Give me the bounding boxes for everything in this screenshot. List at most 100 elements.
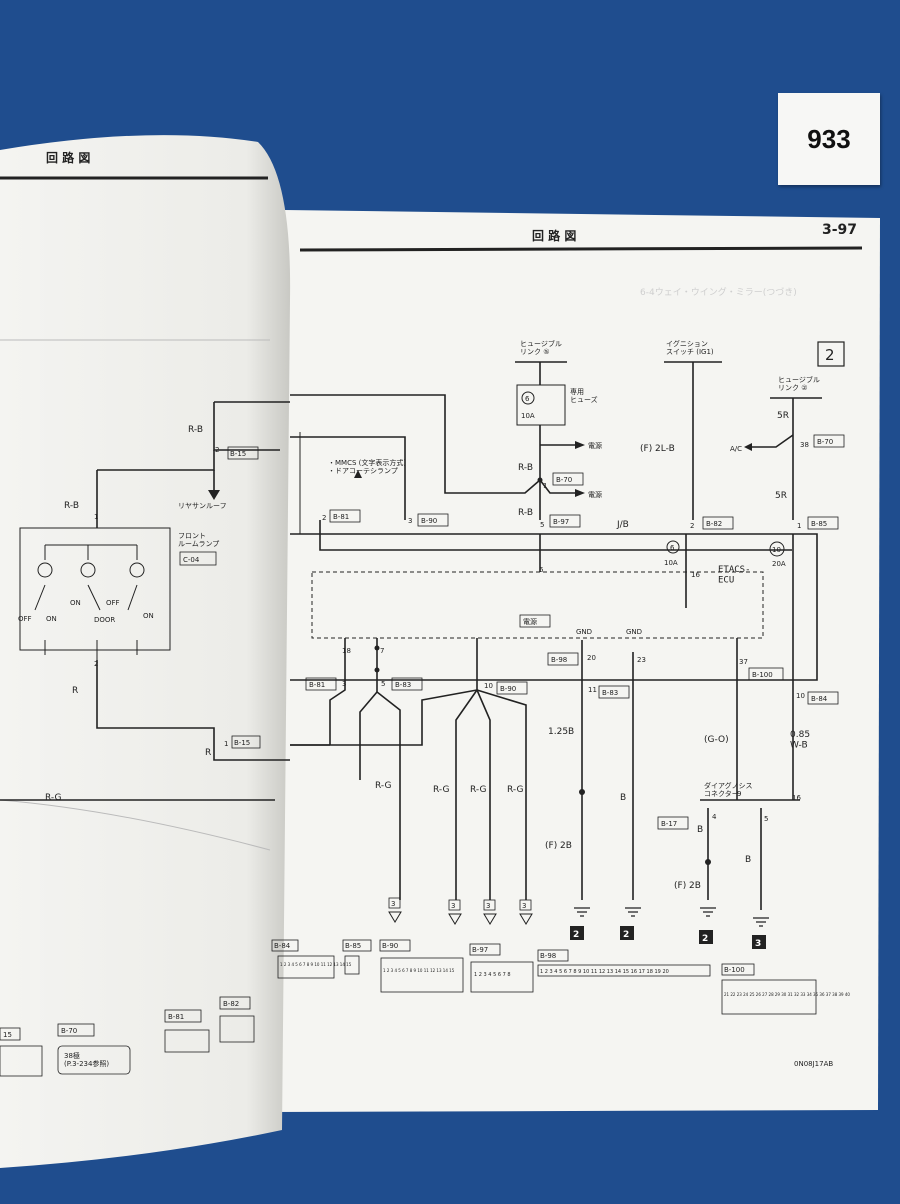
left-wire-r2: R — [205, 748, 211, 758]
wire-5r-mid: 5R — [775, 491, 787, 501]
switch-off1: OFF — [18, 615, 32, 623]
svg-text:23: 23 — [637, 656, 646, 664]
jb-label: J/B — [616, 520, 629, 530]
fuse-6-num: 6 — [670, 544, 675, 552]
left-pin-2-bot: 2 — [94, 660, 98, 668]
switch-on1: ON — [46, 615, 57, 623]
svg-text:10: 10 — [796, 692, 805, 700]
wire-rg-2: R-G — [433, 785, 449, 795]
diag-connector-label: ダイアグノシスコネクター — [704, 781, 753, 798]
left-pin-2-top: 2 — [215, 446, 219, 454]
wire-rg-1: R-G — [375, 781, 391, 791]
section-box-number: 2 — [825, 346, 835, 364]
svg-text:3: 3 — [486, 902, 490, 910]
svg-text:B-83: B-83 — [602, 689, 618, 697]
svg-text:10: 10 — [484, 682, 493, 690]
wire-f2lb: (F) 2L-B — [640, 444, 675, 454]
svg-text:3: 3 — [522, 902, 526, 910]
rear-lamp-label: リヤサンルーフ — [178, 502, 227, 510]
svg-text:B-82: B-82 — [706, 520, 722, 528]
wire-rg-3: R-G — [470, 785, 486, 795]
svg-text:9: 9 — [737, 790, 741, 798]
left-conn-b15-bot: B-15 — [234, 739, 250, 747]
front-room-lamp-label: フロントルームランプ — [178, 532, 219, 548]
svg-text:11: 11 — [588, 686, 597, 694]
svg-text:B-90: B-90 — [500, 685, 516, 693]
wire-f2b-left: (F) 2B — [545, 841, 572, 851]
wire-rg-4: R-G — [507, 785, 523, 795]
etacs-ecu-label: ETACS-ECU — [718, 565, 751, 585]
svg-text:B-100: B-100 — [752, 671, 773, 679]
connector-tags: B-70 B-70 B-97 B-82 B-85 B-81 B-90 B-98 … — [305, 434, 845, 830]
page-number-sticker: 933 — [778, 93, 880, 185]
ignition-switch: イグニションスイッチ (IG1) — [666, 339, 714, 356]
reference-code: 0N08J17AB — [794, 1060, 833, 1068]
svg-text:B-85: B-85 — [811, 520, 827, 528]
left-header: 回 路 図 — [46, 150, 90, 165]
switch-off-door: OFF — [106, 599, 120, 607]
svg-text:3: 3 — [755, 939, 761, 949]
svg-text:6: 6 — [539, 566, 544, 574]
svg-text:16: 16 — [792, 794, 801, 802]
switch-on-right: ON — [143, 612, 154, 620]
svg-text:B-90: B-90 — [382, 942, 398, 950]
mmcs-note: ・MMCS (文字表示方式)・ドアコーテシランプ — [328, 458, 406, 475]
left-bottom-connectors: 15 B-70 B-81 B-82 38極(P.3-234参照) — [0, 996, 255, 1077]
dedicated-fuse-label: 専用ヒューズ — [570, 387, 598, 404]
fuse-6-amp: 10A — [664, 559, 678, 567]
svg-text:15: 15 — [3, 1031, 12, 1039]
switch-on-door: ON — [70, 599, 81, 607]
right-page-content: 回 路 図 3-97 6-4ウェイ・ウイング・ミラー(つづき) 2 ヒュージブル… — [271, 222, 863, 1068]
svg-text:3: 3 — [342, 680, 346, 688]
switch-door: DOOR — [94, 616, 115, 624]
svg-text:1 2 3 4 5 6 7 8 9 10 11 12 13: 1 2 3 4 5 6 7 8 9 10 11 12 13 14 15 16 1… — [540, 969, 669, 975]
svg-text:B-97: B-97 — [472, 946, 488, 954]
svg-text:3: 3 — [408, 517, 412, 525]
svg-text:B-100: B-100 — [724, 966, 745, 974]
svg-text:37: 37 — [739, 658, 748, 666]
wire-b-right: B — [697, 825, 703, 835]
svg-text:B-83: B-83 — [395, 681, 411, 689]
svg-text:3: 3 — [451, 902, 455, 910]
svg-text:B-85: B-85 — [345, 942, 361, 950]
svg-text:B-98: B-98 — [551, 656, 567, 664]
svg-text:B-90: B-90 — [421, 517, 437, 525]
svg-text:2: 2 — [573, 930, 579, 940]
front-room-lamp-conn: C-04 — [183, 556, 200, 564]
left-pin-1-bot: 1 — [224, 740, 228, 748]
svg-text:4: 4 — [712, 813, 717, 821]
continuation-tags: 3 3 3 3 — [388, 897, 533, 925]
power-label-3: 電源 — [523, 617, 537, 626]
fusible-link-5: ヒュージブルリンク ⑤ — [520, 339, 562, 356]
left-conn-b15: B-15 — [230, 450, 246, 458]
svg-text:B-70: B-70 — [556, 476, 572, 484]
dedicated-fuse-amp: 10A — [521, 412, 535, 420]
svg-text:1 2 3 4 5 6 7 8 9 10 11 12 13: 1 2 3 4 5 6 7 8 9 10 11 12 13 14 15 — [280, 962, 352, 967]
svg-text:B-84: B-84 — [274, 942, 291, 950]
fuse-10-num: 10 — [772, 546, 781, 554]
svg-text:16: 16 — [691, 571, 700, 579]
wire-go: (G-O) — [704, 735, 729, 745]
ac-label: A/C — [730, 445, 742, 453]
power-label-2: 電源 — [588, 490, 602, 499]
svg-text:2: 2 — [690, 522, 694, 530]
wire-f2b-right: (F) 2B — [674, 881, 701, 891]
fusible-link-2: ヒュージブルリンク ② — [778, 375, 820, 392]
svg-text:B-70: B-70 — [61, 1027, 77, 1035]
left-page — [0, 135, 291, 1169]
svg-text:B-81: B-81 — [309, 681, 325, 689]
bottom-connector-diagrams: B-84 1 2 3 4 5 6 7 8 9 10 11 12 13 14 15… — [271, 939, 850, 1015]
gnd-label-1: GND — [576, 628, 592, 636]
svg-text:20: 20 — [587, 654, 596, 662]
left-wire-rb-top: R-B — [188, 425, 203, 435]
wire-rb1: R-B — [518, 463, 533, 473]
svg-text:B-97: B-97 — [553, 518, 569, 526]
svg-text:B-81: B-81 — [333, 513, 349, 521]
wire-b-r2: B — [745, 855, 751, 865]
wire-5r-top: 5R — [777, 411, 789, 421]
svg-text:1 2 3 4 5 6 7 8: 1 2 3 4 5 6 7 8 — [474, 972, 511, 978]
wire-rb2: R-B — [518, 508, 533, 518]
